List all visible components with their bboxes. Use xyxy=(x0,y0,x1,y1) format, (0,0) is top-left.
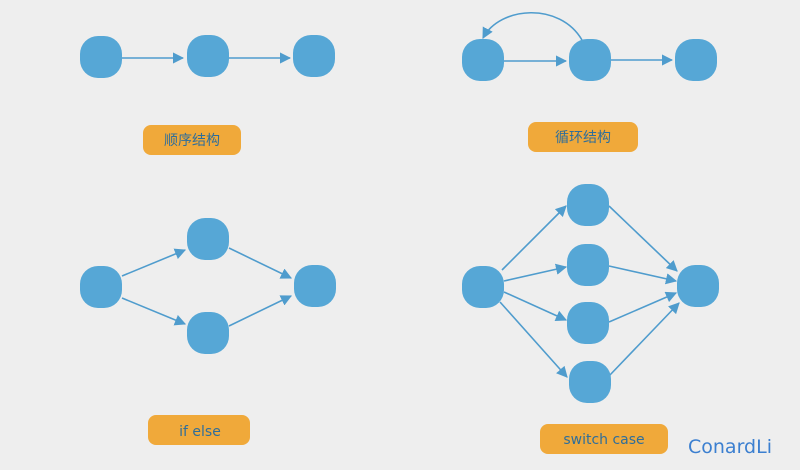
switch-edge xyxy=(608,302,680,377)
switch-edge xyxy=(608,205,678,272)
switch-case-label-tag: switch case xyxy=(540,424,668,454)
sequence-label: 顺序结构 xyxy=(164,133,220,149)
case-node-1 xyxy=(567,184,609,226)
author-signature: ConardLi xyxy=(688,436,772,458)
sequence-node-2 xyxy=(187,35,229,77)
switch-end-node xyxy=(677,265,719,307)
loop-label-tag: 循环结构 xyxy=(528,122,638,152)
if-else-edge xyxy=(121,297,187,326)
if-else-end-node xyxy=(294,265,336,307)
sequence-node-1 xyxy=(80,36,122,78)
if-else-label-tag: if else xyxy=(148,415,250,445)
loop-node-2 xyxy=(569,39,611,81)
case-node-4 xyxy=(569,361,611,403)
if-branch-node xyxy=(187,218,229,260)
tag-highlight xyxy=(143,125,241,155)
switch-edge xyxy=(503,291,568,321)
tag-highlight xyxy=(540,424,668,454)
sequence-diagram xyxy=(80,35,335,78)
switch-edge xyxy=(501,205,567,271)
switch-edge xyxy=(608,265,678,285)
sequence-label-tag: 顺序结构 xyxy=(143,125,241,155)
switch-case-label: switch case xyxy=(563,432,644,448)
switch-edge xyxy=(503,263,568,282)
else-branch-node xyxy=(187,312,229,354)
switch-start-node xyxy=(462,266,504,308)
if-else-label: if else xyxy=(179,424,221,440)
loop-diagram xyxy=(462,11,717,81)
switch-edge xyxy=(499,301,568,378)
loop-back-edge xyxy=(482,11,583,41)
if-else-diagram xyxy=(80,218,336,354)
tag-highlight xyxy=(148,415,250,445)
loop-node-3 xyxy=(675,39,717,81)
if-else-start-node xyxy=(80,266,122,308)
if-else-edge xyxy=(228,295,293,327)
loop-node-1 xyxy=(462,39,504,81)
switch-edge xyxy=(608,291,678,323)
case-node-2 xyxy=(567,244,609,286)
loop-label: 循环结构 xyxy=(555,130,611,146)
if-else-edge xyxy=(228,247,293,279)
sequence-node-3 xyxy=(293,35,335,77)
case-node-3 xyxy=(567,302,609,344)
if-else-edge xyxy=(121,248,187,277)
switch-case-diagram xyxy=(462,184,719,403)
tag-highlight xyxy=(528,122,638,152)
